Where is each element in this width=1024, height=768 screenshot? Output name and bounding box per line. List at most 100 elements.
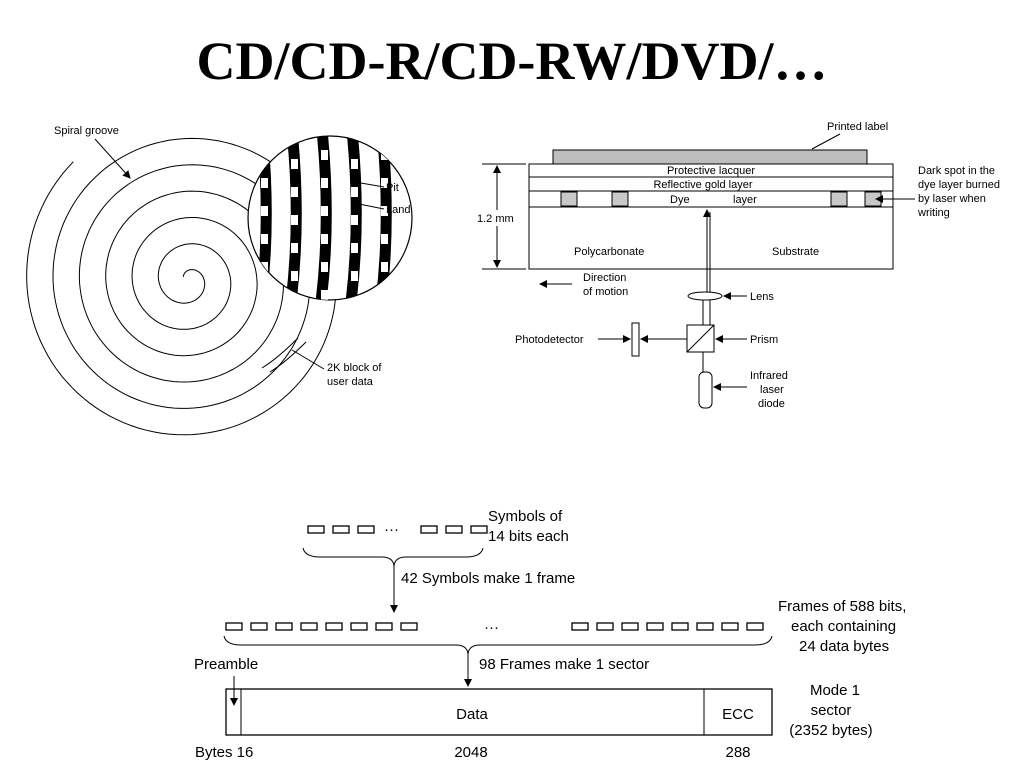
prism-label: Prism bbox=[750, 334, 778, 346]
land-gap bbox=[291, 243, 298, 253]
pit-label: Pit bbox=[386, 182, 399, 194]
land-gap bbox=[381, 206, 388, 216]
symbols-make-frame: 42 Symbols make 1 frame bbox=[401, 570, 575, 587]
block-marker bbox=[261, 337, 299, 369]
block-pointer bbox=[291, 349, 325, 370]
symbols-brace bbox=[302, 547, 484, 567]
symbol-box bbox=[420, 525, 438, 534]
bytes-ecc: 288 bbox=[725, 744, 750, 761]
frames-label-line1: Frames of 588 bits, bbox=[778, 598, 906, 615]
symbols-ellipsis: ··· bbox=[384, 521, 399, 538]
laser-line1: Infrared bbox=[750, 370, 788, 382]
protective-lacquer-text: Protective lacquer bbox=[667, 165, 755, 177]
land-gap bbox=[291, 271, 298, 281]
data-field-label: Data bbox=[456, 706, 488, 723]
sector-layout-figure: ··· Symbols of 14 bits each 42 Symbols m… bbox=[194, 508, 906, 761]
frame-box bbox=[621, 622, 639, 631]
dark-spot-line4: writing bbox=[917, 207, 950, 219]
printed-label-pointer bbox=[811, 133, 841, 150]
land-gap bbox=[351, 215, 358, 225]
land-gap bbox=[291, 215, 298, 225]
substrate-text: Substrate bbox=[772, 246, 819, 258]
bytes-data: 2048 bbox=[454, 744, 487, 761]
polycarbonate-substrate bbox=[528, 206, 894, 270]
laser-line3: diode bbox=[758, 398, 785, 410]
land-gap bbox=[261, 178, 268, 188]
bytes-label: Bytes 16 bbox=[195, 744, 253, 761]
symbols-label-line1: Symbols of bbox=[488, 508, 563, 525]
symbol-box bbox=[445, 525, 463, 534]
symbol-box bbox=[470, 525, 488, 534]
laser-line2: laser bbox=[760, 384, 784, 396]
frame-box bbox=[696, 622, 714, 631]
land-gap bbox=[261, 290, 268, 300]
spiral-disk-figure: Spiral groove Pit Land 2K block of user … bbox=[26, 125, 413, 436]
symbols-label-line2: 14 bits each bbox=[488, 528, 569, 545]
symbols-row: ··· bbox=[307, 521, 488, 538]
frame-box bbox=[400, 622, 418, 631]
land-gap bbox=[381, 178, 388, 188]
frame-box bbox=[225, 622, 243, 631]
printed-label-layer bbox=[552, 149, 868, 165]
symbol-box bbox=[332, 525, 350, 534]
land-gap bbox=[321, 262, 328, 272]
frames-label-line3: 24 data bytes bbox=[799, 638, 889, 655]
frame-box bbox=[300, 622, 318, 631]
land-gap bbox=[261, 262, 268, 272]
dye-text: Dye bbox=[670, 194, 690, 206]
frame-box bbox=[721, 622, 739, 631]
frames-ellipsis: ··· bbox=[484, 619, 499, 636]
mode-label-line3: (2352 bytes) bbox=[789, 722, 872, 739]
magnifier-tracks bbox=[254, 136, 392, 300]
land-gap bbox=[321, 290, 328, 300]
cdr-cross-section: Printed label Protective lacquer Reflect… bbox=[477, 121, 1000, 410]
direction-line1: Direction bbox=[583, 272, 626, 284]
ecc-field-label: ECC bbox=[722, 706, 754, 723]
frame-box bbox=[375, 622, 393, 631]
land-pointer bbox=[358, 203, 385, 210]
dark-spot-line3: by laser when bbox=[918, 193, 986, 205]
photodetector-label: Photodetector bbox=[515, 334, 584, 346]
symbol-box bbox=[307, 525, 325, 534]
dark-spot-line2: dye layer burned bbox=[918, 179, 1000, 191]
block-marker bbox=[269, 341, 307, 373]
frame-box bbox=[646, 622, 664, 631]
sector-box bbox=[225, 688, 773, 736]
printed-label-text: Printed label bbox=[827, 121, 888, 133]
frame-box bbox=[275, 622, 293, 631]
block-label-line1: 2K block of bbox=[327, 362, 382, 374]
land-label: Land bbox=[386, 204, 410, 216]
land-gap bbox=[351, 299, 358, 300]
frame-box bbox=[350, 622, 368, 631]
land-gap bbox=[321, 178, 328, 188]
dark-spot-line1: Dark spot in the bbox=[918, 165, 995, 177]
land-gap bbox=[351, 159, 358, 169]
land-gap bbox=[291, 299, 298, 300]
land-gap bbox=[291, 187, 298, 197]
mode-label-line2: sector bbox=[811, 702, 852, 719]
direction-line2: of motion bbox=[583, 286, 628, 298]
frame-box bbox=[250, 622, 268, 631]
laser-diode-shape bbox=[698, 371, 713, 409]
land-gap bbox=[321, 206, 328, 216]
layer-text: layer bbox=[733, 194, 757, 206]
frames-row: ··· bbox=[225, 619, 764, 636]
lens-label: Lens bbox=[750, 291, 774, 303]
frames-make-sector: 98 Frames make 1 sector bbox=[479, 656, 649, 673]
frames-brace bbox=[223, 635, 773, 655]
frames-label-line2: each containing bbox=[791, 618, 896, 635]
land-gap bbox=[351, 187, 358, 197]
spiral-groove-label: Spiral groove bbox=[54, 125, 119, 137]
land-gap bbox=[351, 243, 358, 253]
preamble-label: Preamble bbox=[194, 656, 258, 673]
land-gap bbox=[261, 234, 268, 244]
mode-label-line1: Mode 1 bbox=[810, 682, 860, 699]
reflective-gold-text: Reflective gold layer bbox=[653, 179, 752, 191]
frame-box bbox=[671, 622, 689, 631]
land-gap bbox=[291, 159, 298, 169]
symbol-box bbox=[357, 525, 375, 534]
land-gap bbox=[321, 150, 328, 160]
thickness-label: 1.2 mm bbox=[477, 213, 514, 225]
frame-box bbox=[596, 622, 614, 631]
